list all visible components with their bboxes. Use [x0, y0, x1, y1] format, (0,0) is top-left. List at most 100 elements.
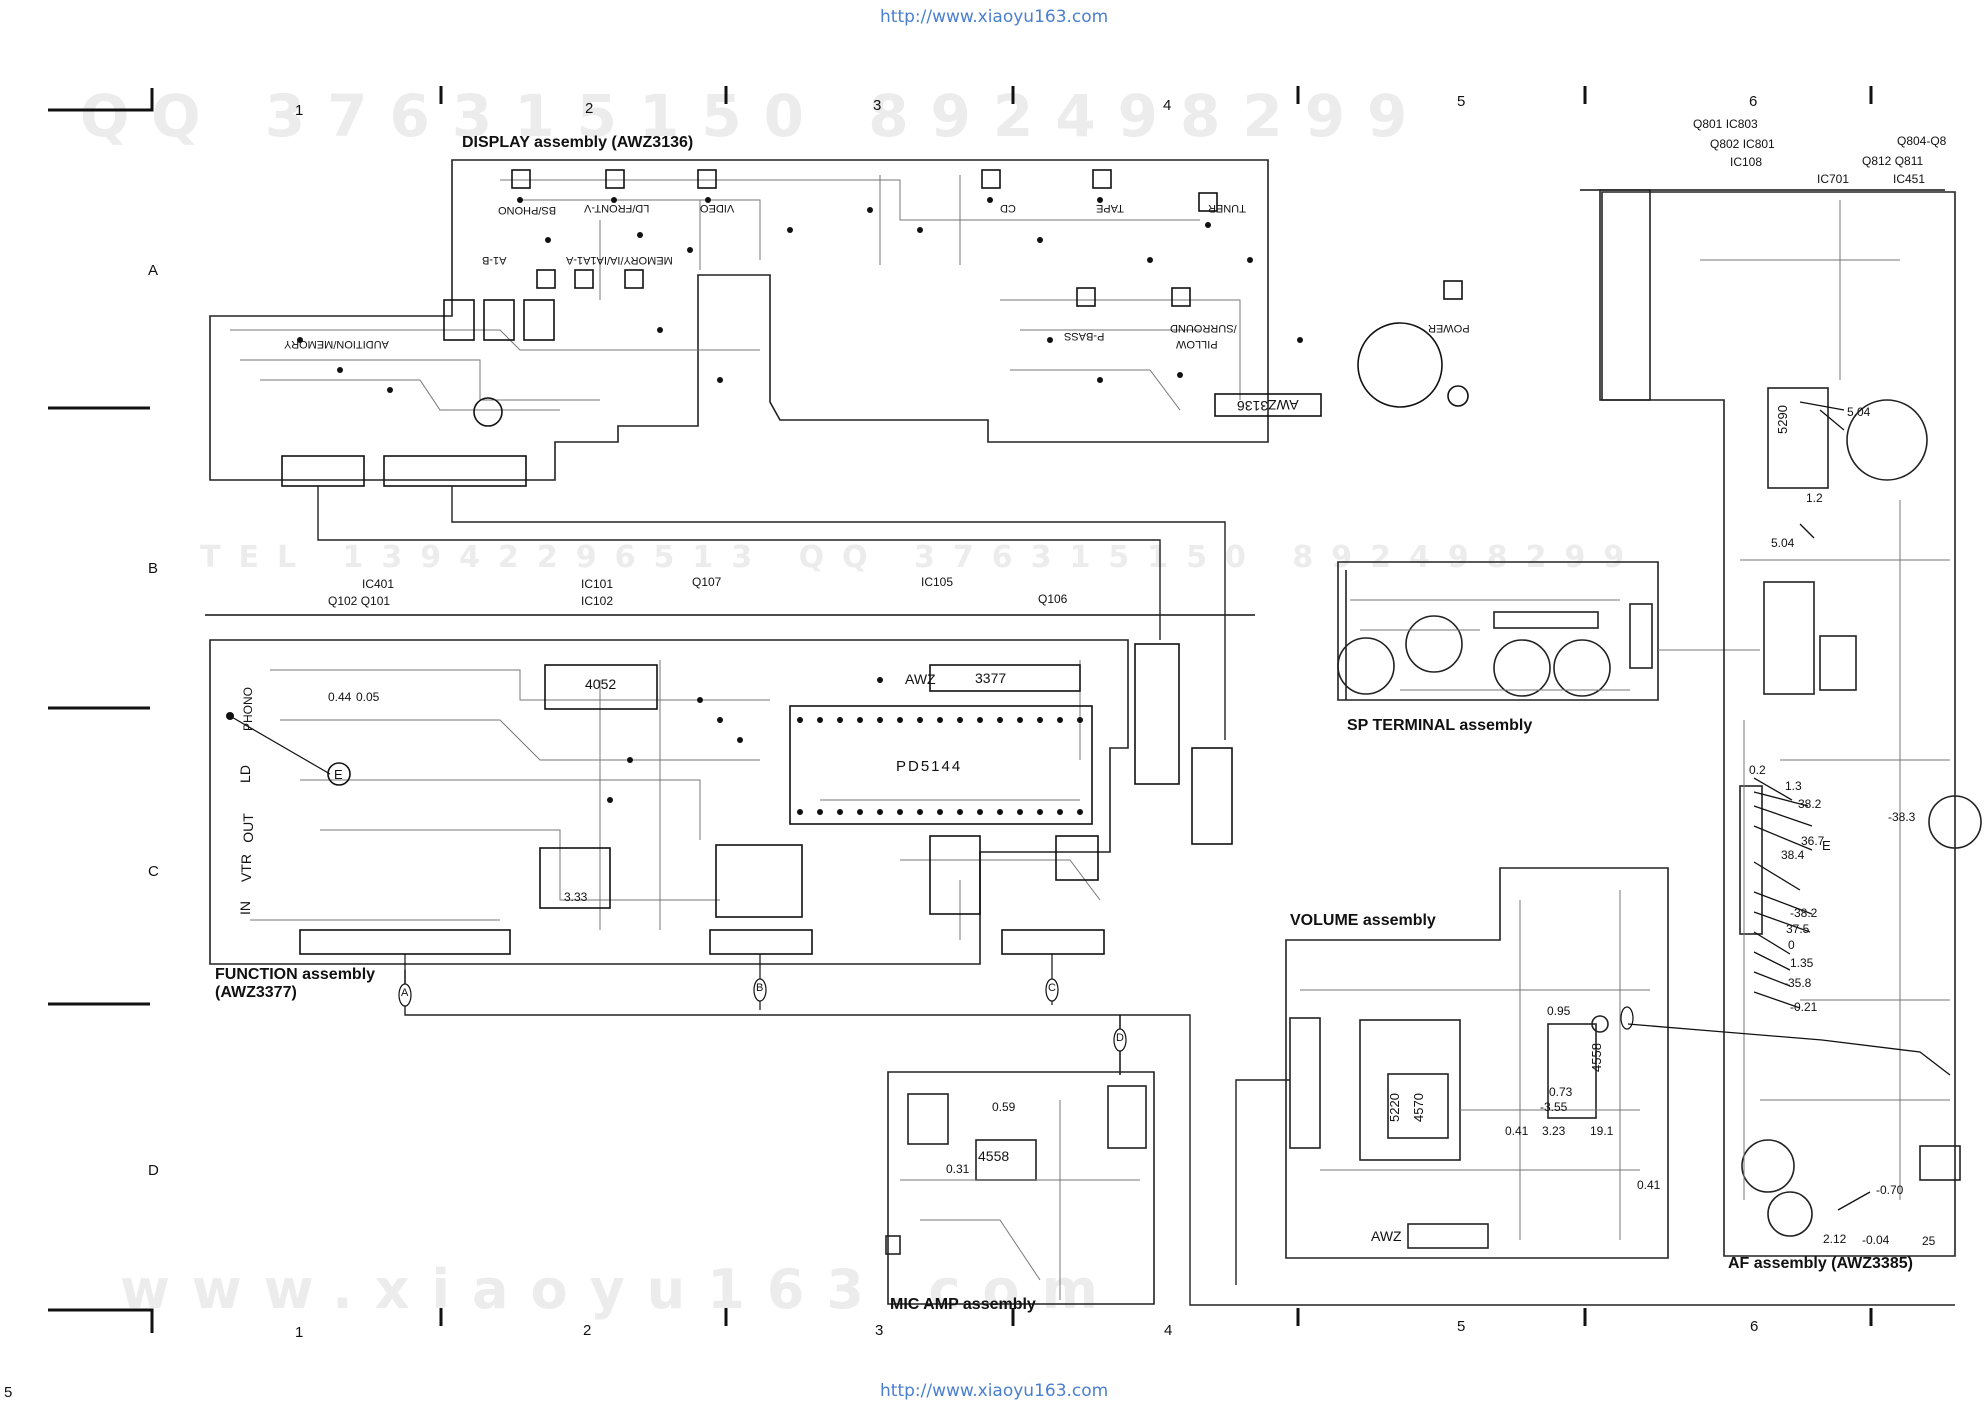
voltage-af-d: 0.2	[1749, 763, 1766, 777]
ref-ic401: IC401	[362, 577, 395, 591]
watermark-top: QQ 376315150 892498299	[80, 82, 1430, 150]
grid-col-6-top: 6	[1749, 93, 1758, 110]
voltage-af-l: 0	[1788, 938, 1795, 952]
grid-col-3-bottom: 3	[875, 1322, 884, 1339]
grid-col-3-top: 3	[873, 97, 882, 114]
ref-q107: Q107	[692, 575, 722, 589]
grid-col-1-top: 1	[295, 102, 304, 119]
voltage-func-b: 0.05	[356, 690, 380, 704]
ref-q804: Q804-Q8	[1897, 134, 1947, 148]
display-assembly-title: DISPLAY assembly (AWZ3136)	[462, 134, 694, 151]
source-url-bottom[interactable]: http://www.xiaoyu163.com	[880, 1381, 1109, 1401]
voltage-af-m: 1.35	[1790, 956, 1814, 970]
display-traces	[230, 175, 1241, 411]
ref-q102-q101: Q102 Q101	[328, 594, 391, 608]
voltage-vol-g: 0.41	[1637, 1178, 1661, 1192]
voltage-af-s: 25	[1922, 1234, 1936, 1248]
connector-tag-lines	[229, 715, 1121, 1075]
voltage-af-g: 36.7	[1801, 834, 1825, 848]
af-assembly-title: AF assembly (AWZ3385)	[1728, 1255, 1913, 1272]
voltage-vol-e: 3.23	[1542, 1124, 1566, 1138]
grid-row-d: D	[148, 1162, 159, 1179]
mic-amp-assembly-title: MIC AMP assembly	[890, 1296, 1036, 1313]
volume-board	[1285, 867, 1669, 1259]
switch-label-cd: CD	[1000, 202, 1016, 214]
mic-amp-ic-4558: 4558	[978, 1148, 1010, 1164]
grid-col-6-bottom: 6	[1750, 1318, 1759, 1335]
switch-label-ab: A1-B	[482, 254, 507, 266]
voltage-af-k: 37.5	[1786, 922, 1810, 936]
display-pads	[297, 197, 1303, 393]
switch-label-tape: TAPE	[1096, 202, 1124, 214]
volume-awz-marking: AWZ	[1371, 1228, 1402, 1244]
ref-q106: Q106	[1038, 592, 1068, 606]
sp-terminal-traces	[1350, 599, 1760, 691]
af-traces	[1700, 200, 1950, 1200]
voltage-func-c: 3.33	[564, 890, 588, 904]
volume-ic-5220: 5220	[1386, 1093, 1402, 1122]
function-awz-marking: AWZ	[905, 671, 936, 687]
grid-col-4-top: 4	[1163, 97, 1172, 114]
function-pads	[226, 677, 1083, 815]
grid-col-2-top: 2	[585, 100, 594, 117]
display-switches	[281, 169, 1469, 487]
grid-row-a: A	[148, 262, 159, 279]
switch-label-memory: MEMORY/IA/IA1A1-A	[566, 254, 673, 266]
ref-ic108: IC108	[1730, 155, 1763, 169]
function-board	[209, 639, 1129, 965]
source-url-top[interactable]: http://www.xiaoyu163.com	[880, 7, 1109, 27]
volume-ic-4558: 4558	[1588, 1043, 1604, 1072]
voltage-af-q: 2.12	[1823, 1232, 1847, 1246]
voltage-af-n: -35.8	[1784, 976, 1812, 990]
grid-col-4-bottom: 4	[1164, 1322, 1173, 1339]
ic-pd5144: PD5144	[896, 758, 963, 775]
jack-label-out: OUT	[239, 813, 256, 843]
switch-label-power: POWER	[1428, 322, 1470, 334]
switch-label-tuner: TUNER	[1208, 202, 1246, 214]
volume-assembly-title: VOLUME assembly	[1290, 912, 1436, 929]
voltage-af-h: 38.4	[1781, 848, 1805, 862]
watermark-middle: TEL 13942296513 QQ 376315150 892498299	[200, 540, 1643, 575]
switch-label-pillow: PILLOW	[1176, 338, 1218, 350]
voltage-vol-b: 0.73	[1549, 1085, 1573, 1099]
connector-tag-e-af: E	[1822, 838, 1831, 853]
sp-terminal-assembly-title: SP TERMINAL assembly	[1347, 717, 1533, 734]
voltage-mic-a: 0.59	[992, 1100, 1016, 1114]
switch-label-audition: AUDITION/MEMORY	[284, 338, 389, 350]
display-awz-marking: AWZ	[1268, 397, 1299, 413]
ic-4052: 4052	[585, 676, 617, 692]
grid-col-5-top: 5	[1457, 93, 1466, 110]
watermark-bottom: www.xiaoyu163.com	[120, 1258, 1120, 1321]
volume-traces	[1300, 890, 1650, 1240]
af-arrows	[1627, 401, 1951, 1211]
grid-row-c: C	[148, 863, 159, 880]
volume-ic-4570: 4570	[1410, 1093, 1426, 1122]
af-ic-5290: 5290	[1774, 405, 1790, 434]
ref-q812-q811: Q812 Q811	[1862, 154, 1924, 168]
jack-label-phono: PHONO	[241, 686, 256, 732]
ref-ic101: IC101	[581, 577, 614, 591]
voltage-vol-f: 19.1	[1590, 1124, 1614, 1138]
switch-label-video: VIDEO	[700, 202, 735, 214]
ref-ic105: IC105	[921, 575, 954, 589]
jack-label-in: IN	[237, 901, 253, 915]
switch-label-ld-front: LD/FRONT-V	[584, 202, 650, 214]
connector-tag-e-function: E	[334, 767, 343, 782]
voltage-af-a: 5.04	[1847, 405, 1871, 419]
connector-tag-d: D	[1116, 1032, 1124, 1044]
switch-label-pbass: P-BASS	[1064, 330, 1105, 342]
sp-terminal-board	[1337, 561, 1659, 701]
voltage-af-c: 5.04	[1771, 536, 1795, 550]
voltage-vol-d: 0.41	[1505, 1124, 1529, 1138]
grid-col-2-bottom: 2	[583, 1322, 592, 1339]
grid-col-1-bottom: 1	[295, 1324, 304, 1341]
mic-amp-board	[885, 1071, 1155, 1305]
jack-label-ld: LD	[236, 765, 253, 783]
ref-ic701: IC701	[1817, 172, 1850, 186]
switch-label-surround: /SURROUND	[1170, 322, 1237, 334]
voltage-func-a: 0.44	[328, 690, 352, 704]
switch-label-bs-phono: BS/PHONO	[498, 204, 557, 216]
voltage-af-p: -0.70	[1876, 1183, 1904, 1197]
voltage-vol-a: 0.95	[1547, 1004, 1571, 1018]
